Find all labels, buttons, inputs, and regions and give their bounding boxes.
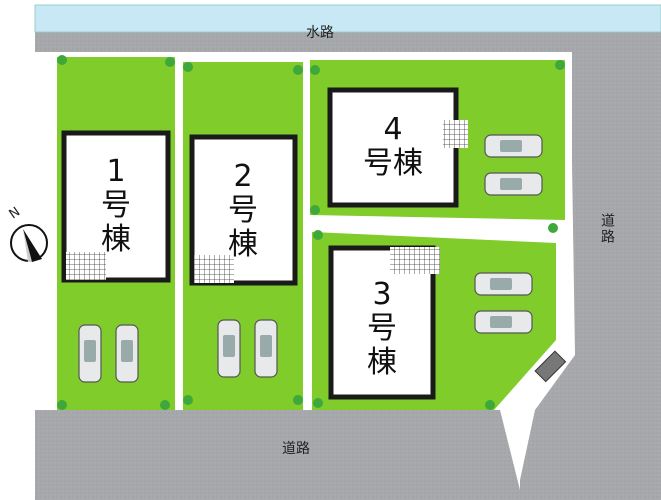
road-right-label: 道路 [599, 213, 615, 245]
stairs-3 [390, 247, 440, 274]
stairs-4 [443, 120, 468, 148]
shrubs [57, 55, 565, 410]
building-2 [189, 134, 298, 286]
stairs-2 [194, 255, 234, 283]
road-bottom-label: 道路 [282, 441, 310, 457]
road-right [520, 32, 661, 500]
road-top [35, 32, 661, 52]
waterway-label: 水路 [306, 25, 334, 41]
collection-point-sign [534, 350, 567, 383]
north-arrow-icon [10, 224, 48, 262]
stairs-1 [66, 252, 106, 280]
waterway [34, 4, 661, 33]
road-bottom [35, 410, 520, 500]
